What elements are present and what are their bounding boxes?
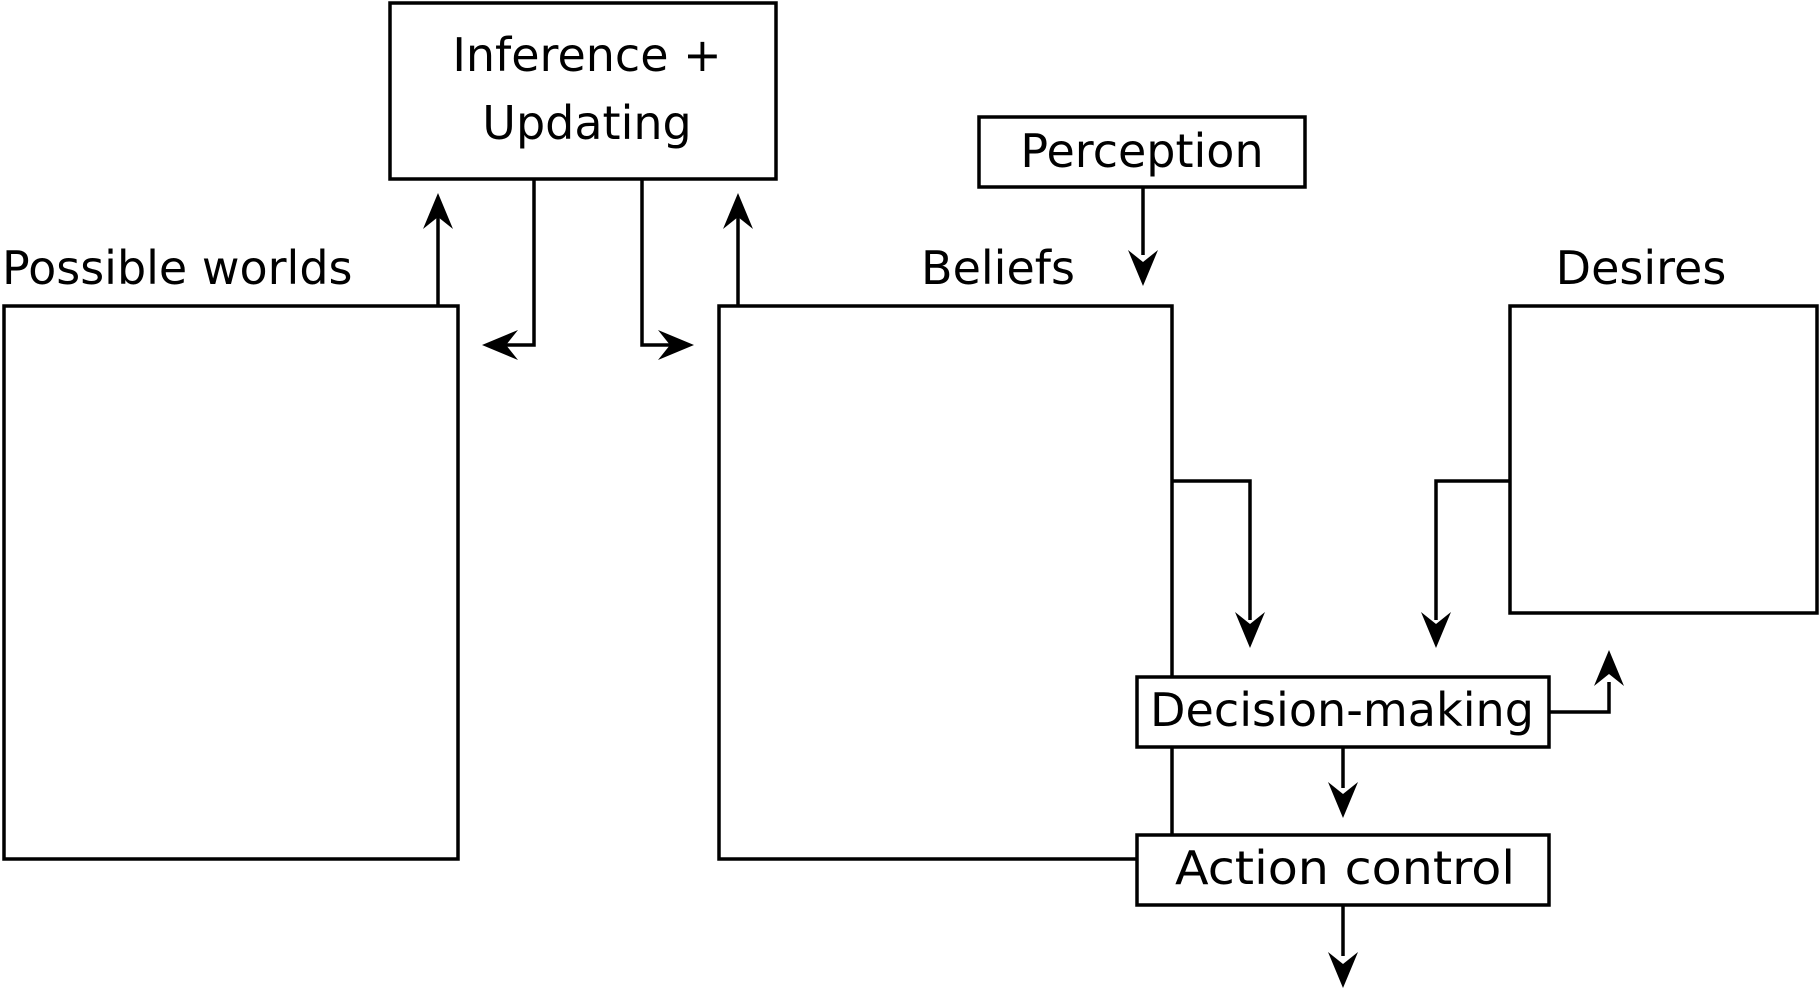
arrowhead-up-beliefs: [723, 193, 753, 229]
arrowhead-down-output: [1328, 952, 1358, 988]
desires-box: [1508, 304, 1819, 615]
arrowhead-down-from-desires: [1421, 612, 1451, 648]
possible-worlds-label: Possible worlds: [2, 241, 352, 295]
desires-label: Desires: [1556, 241, 1727, 295]
possible-worlds-box: [2, 304, 460, 861]
action-control-box: [1135, 833, 1551, 907]
inference-label-line1: Inference +: [452, 28, 721, 82]
decision-to-desires-line: [1549, 682, 1611, 714]
inference-updating-box: [388, 1, 778, 181]
inference-label-line2: Updating: [482, 96, 691, 150]
beliefs-label: Beliefs: [921, 241, 1075, 295]
beliefs-to-decision-line: [1172, 479, 1252, 620]
arrowhead-up-to-desires: [1594, 650, 1624, 686]
arrowhead-down-perception: [1128, 250, 1158, 286]
arrowhead-right-beliefs: [658, 330, 694, 360]
arrowhead-down-from-beliefs: [1235, 612, 1265, 648]
perception-label: Perception: [1020, 124, 1263, 178]
perception-box: [977, 115, 1307, 189]
decision-making-label: Decision-making: [1150, 683, 1534, 737]
desires-to-decision-line: [1434, 479, 1510, 620]
action-control-label: Action control: [1175, 841, 1515, 895]
beliefs-box: [717, 304, 1174, 861]
arrowhead-left-possible-worlds: [482, 330, 518, 360]
arrowhead-up-possible-worlds: [423, 193, 453, 229]
inference-to-beliefs-line: [640, 179, 670, 347]
arrowhead-down-to-action: [1328, 782, 1358, 818]
inference-to-possible-worlds-line: [506, 179, 536, 347]
